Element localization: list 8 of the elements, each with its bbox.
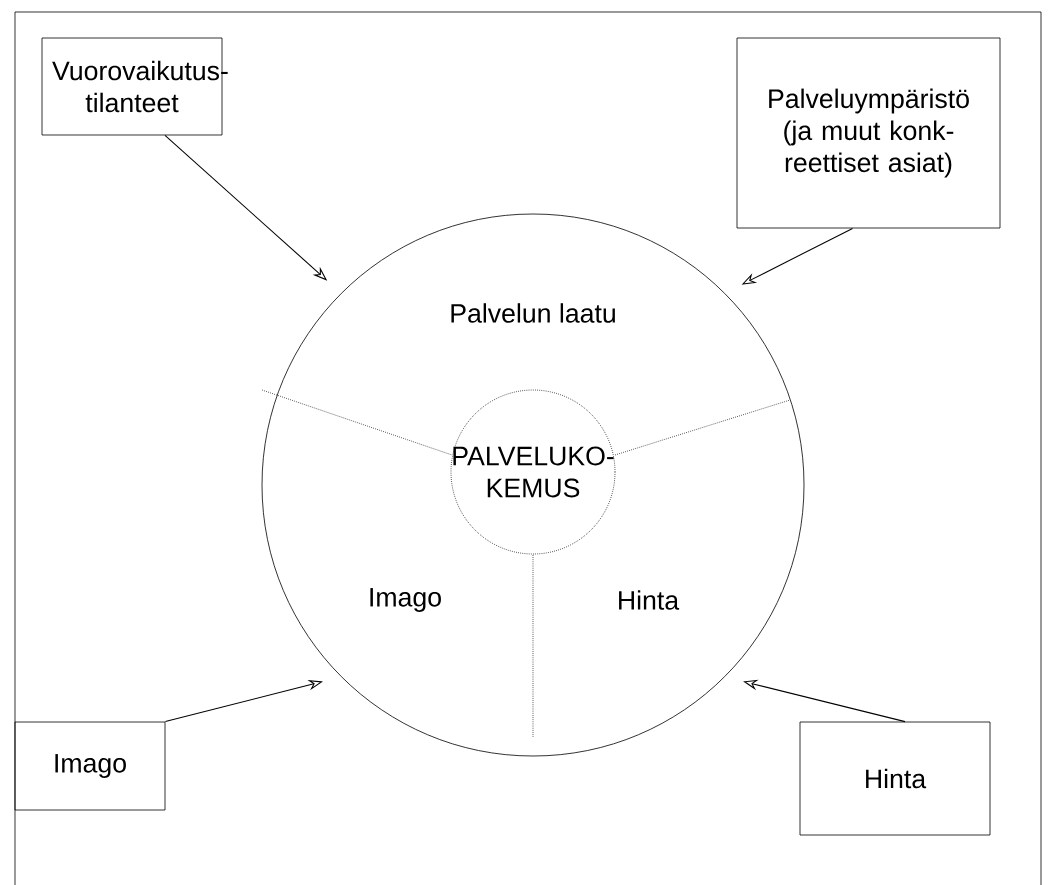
text-box: Palveluympäristö (ja muut konk- reettiset asiat) (736, 37, 1001, 229)
arrow (164, 679, 323, 723)
text-box: Hinta (799, 721, 991, 836)
text-box: Vuorovaikutus- tilanteet (41, 37, 228, 136)
sector-label: Palvelun laatu (451, 303, 615, 323)
text-box: Imago (14, 721, 166, 811)
sector-label: Hinta (619, 590, 680, 610)
sector-label: Imago (370, 588, 441, 612)
